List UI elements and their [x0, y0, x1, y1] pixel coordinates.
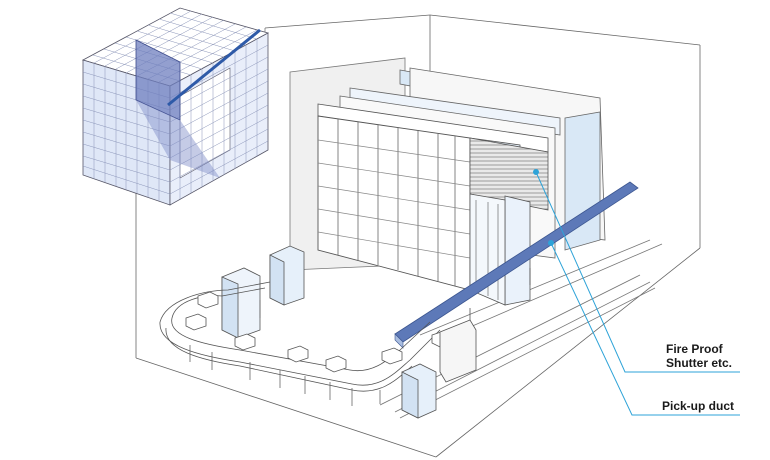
- pick-up-duct: [394, 181, 639, 349]
- fire-proof-shutter: [469, 137, 549, 306]
- fire-shutter-label-line2: Shutter etc.: [666, 356, 733, 370]
- inset-grid-cube: [81, 7, 270, 206]
- cube-slab: [135, 39, 181, 121]
- cube-duct: [167, 28, 261, 107]
- pick-station: [401, 319, 477, 419]
- control-cabinets: [221, 245, 305, 339]
- fire-shutter-label-line1: Fire Proof: [666, 342, 723, 356]
- room-enclosure: [135, 14, 701, 458]
- conveyor-legs: [189, 300, 381, 406]
- conveyor-boxes: [185, 291, 453, 373]
- leader-lines: [533, 169, 740, 416]
- fire-proof-shutter-label: Fire Proof Shutter etc.: [666, 342, 732, 370]
- pick-up-duct-label: Pick-up duct: [662, 399, 735, 413]
